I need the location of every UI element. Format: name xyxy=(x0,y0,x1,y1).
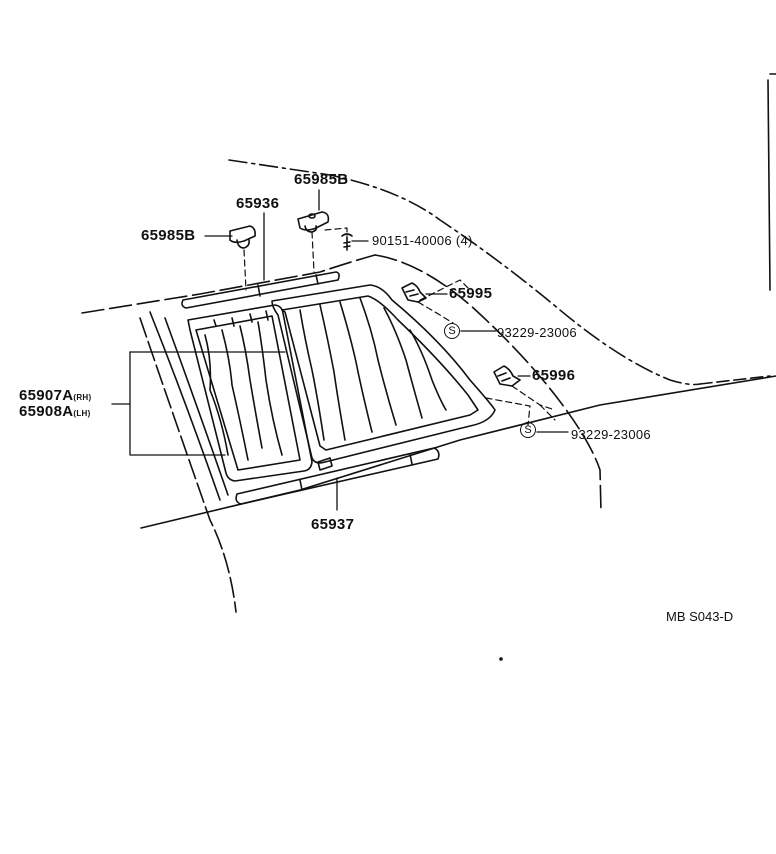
label-screen-rh-side: (RH) xyxy=(73,393,92,402)
label-screen-lh: 65908A(LH) xyxy=(19,404,91,419)
bracket-upper-part xyxy=(401,282,427,303)
stray-dot xyxy=(499,657,503,661)
assembly-dashed-lines xyxy=(243,227,556,426)
upper-rail xyxy=(181,271,340,309)
label-bracket-lower: 65996 xyxy=(532,367,576,384)
label-screen-rh: 65907A(RH) xyxy=(19,388,91,403)
label-clip-left: 65985B xyxy=(141,227,196,244)
s-symbol-lower: S xyxy=(520,422,536,438)
screw-part xyxy=(341,233,353,251)
right-screen-panel xyxy=(271,284,496,464)
bracket-lower-part xyxy=(493,365,521,387)
label-bracket-upper: 65995 xyxy=(449,285,493,302)
pillar-line-c xyxy=(164,317,229,496)
label-rail-lower: 65937 xyxy=(311,516,355,533)
label-rail-upper: 65936 xyxy=(236,195,280,212)
body-ghost-line xyxy=(699,375,771,385)
label-clip-lower: 93229-23006 xyxy=(571,427,651,442)
label-screen-lh-side: (LH) xyxy=(73,409,91,418)
pillar-line-a xyxy=(139,317,237,613)
label-screw-qty: (4) xyxy=(455,233,473,248)
label-clip-top: 65985B xyxy=(294,171,349,188)
label-clip-upper: 93229-23006 xyxy=(497,325,577,340)
pillar-line-b xyxy=(149,311,221,501)
right-vertical-line xyxy=(767,73,776,291)
body-side-line xyxy=(374,254,602,513)
clip-top-part xyxy=(297,211,330,233)
drawing-reference: MB S043-D xyxy=(666,609,734,624)
lower-rail-end xyxy=(317,457,333,471)
leader-lines xyxy=(111,189,569,511)
label-screw-number: 90151-40006 xyxy=(372,233,452,248)
roof-outline xyxy=(228,159,701,386)
body-upper-line xyxy=(81,254,376,314)
clip-left-part xyxy=(229,225,256,249)
left-screen-panel xyxy=(187,304,313,482)
label-screen-lh-number: 65908A xyxy=(19,403,74,420)
lower-rail xyxy=(235,447,440,505)
s-symbol-upper: S xyxy=(444,323,460,339)
body-lower-line xyxy=(140,375,776,529)
label-screen-rh-number: 65907A xyxy=(19,387,74,404)
label-screw: 90151-40006 (4) xyxy=(372,234,473,247)
